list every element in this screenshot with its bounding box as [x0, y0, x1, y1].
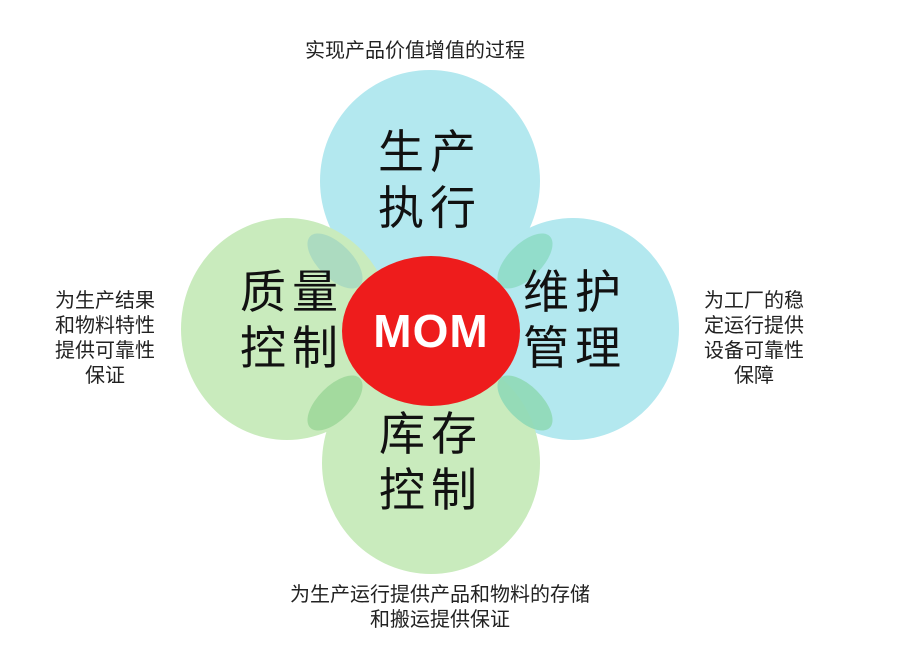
center-label: MOM: [373, 305, 489, 357]
right-note: 为工厂的稳 定运行提供 设备可靠性 保障: [704, 288, 804, 387]
center-circle: MOM: [342, 256, 520, 406]
bottom-note: 为生产运行提供产品和物料的存储 和搬运提供保证: [290, 582, 590, 631]
left-note: 为生产结果 和物料特性 提供可靠性 保证: [55, 288, 155, 387]
node-label-bottom: 库存 控制: [379, 407, 483, 517]
top-note: 实现产品价值增值的过程: [305, 38, 525, 62]
node-label-top: 生产 执行: [378, 125, 482, 235]
node-label-right: 维护 管理: [523, 265, 627, 375]
node-label-left: 质量 控制: [240, 265, 344, 375]
